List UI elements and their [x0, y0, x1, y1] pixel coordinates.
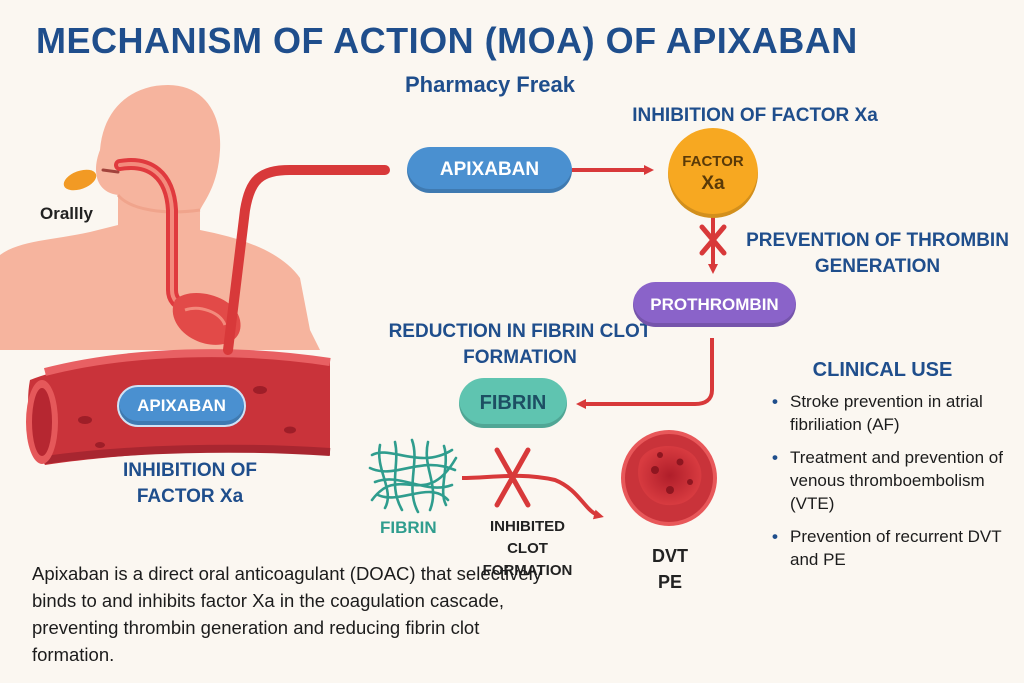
inhibited-clot-label: INHIBITED CLOT FORMATION — [482, 518, 573, 579]
clinical-use-item: Stroke prevention in atrial fibriliation… — [772, 390, 1022, 436]
factor-xa-node: FACTOR Xa — [668, 128, 758, 218]
arrow-to-dvt — [461, 473, 604, 520]
apixaban-in-blood-node: APIXABAN — [117, 385, 246, 427]
description-text: Apixaban is a direct oral anticoagulant … — [32, 563, 543, 665]
page-title: MECHANISM OF ACTION (MOA) OF APIXABAN — [36, 20, 858, 61]
blood-clot-icon — [621, 430, 717, 526]
clinical-use-item: Treatment and prevention of venous throm… — [772, 446, 1022, 515]
inhibition-factor-xa-left-label: INHIBITION OF FACTOR Xa — [122, 460, 258, 507]
prothrombin-node: PROTHROMBIN — [633, 282, 796, 327]
tablet-icon — [63, 169, 97, 191]
reduction-fibrin-heading: REDUCTION IN FIBRIN CLOT FORMATION — [388, 321, 652, 368]
fibrin-mesh-label: FIBRIN — [380, 518, 437, 537]
arrow-to-fibrin — [576, 338, 714, 409]
inhibition-factor-xa-heading: INHIBITION OF FACTOR Xa — [632, 105, 878, 126]
prevention-thrombin-heading: PREVENTION OF THROMBIN GENERATION — [746, 230, 1009, 277]
apixaban-node: APIXABAN — [407, 147, 572, 193]
factor-xa-line1: FACTOR — [682, 153, 744, 170]
fibrin-node: FIBRIN — [459, 378, 567, 428]
clinical-use-list: Stroke prevention in atrial fibriliation… — [772, 390, 1022, 581]
block-x-icon — [699, 224, 727, 256]
arrow-to-apixaban — [223, 165, 390, 355]
orally-label: Orallly — [40, 204, 93, 223]
subtitle: Pharmacy Freak — [405, 72, 575, 97]
dvt-pe-label: DVT PE — [652, 546, 688, 592]
fibrin-mesh-icon — [368, 438, 458, 514]
clinical-use-heading: CLINICAL USE — [812, 359, 953, 381]
factor-xa-line2: Xa — [701, 173, 725, 194]
inhibit-x-icon — [494, 447, 531, 508]
clinical-use-item: Prevention of recurrent DVT and PE — [772, 525, 1022, 571]
